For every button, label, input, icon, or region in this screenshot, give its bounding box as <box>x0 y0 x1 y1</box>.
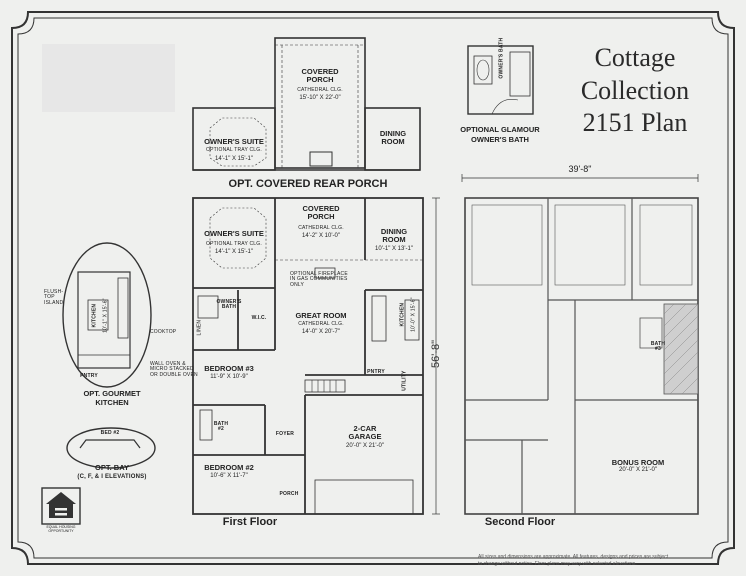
great-room-dim: 14'-0" X 20'-7" <box>302 329 340 335</box>
gourmet-pantry-label: PNTRY <box>80 373 98 379</box>
pantry-label: PNTRY <box>367 369 385 375</box>
gourmet-kitchen-room-label: KITCHEN <box>91 303 98 328</box>
bath3-label: BATH #3 <box>650 341 666 353</box>
kitchen-label: KITCHEN <box>399 302 406 327</box>
garage-dim: 20'-0" X 21'-0" <box>346 443 384 449</box>
glamour-bath-label-2: OWNER'S BATH <box>471 135 529 144</box>
equal-housing-logo <box>41 487 81 525</box>
great-room-note: CATHEDRAL CLG. <box>298 321 344 327</box>
opt-bay-bed-label: BED #2 <box>100 430 120 436</box>
rear-porch-plan <box>192 37 421 171</box>
wall-oven-note: WALL OVEN & MICRO STACKED OR DOUBLE OVEN <box>150 361 198 378</box>
dining-room-dim: 10'-1" X 13'-1" <box>375 246 413 252</box>
rear-covered-porch-label: COVERED PORCH <box>301 67 339 84</box>
rear-covered-porch-dim: 15'-10" X 22'-0" <box>299 95 341 101</box>
covered-porch-note: CATHEDRAL CLG. <box>298 225 344 231</box>
dining-room-label: DINING ROOM <box>380 227 408 244</box>
decorative-border <box>11 11 735 565</box>
owners-suite-dim: 14'-1" X 15'-1" <box>215 249 253 255</box>
rear-owners-suite-label: OWNER'S SUITE <box>204 137 264 146</box>
bonus-room-dim: 20'-0" X 21'-0" <box>619 467 657 473</box>
dimension-lines <box>432 174 699 515</box>
owners-suite-label: OWNER'S SUITE <box>204 229 264 238</box>
stairs-first <box>311 380 337 392</box>
plan-title: Cottage Collection 2151 Plan <box>560 42 710 140</box>
bedroom3-label: BEDROOM #3 <box>204 364 254 373</box>
opt-bay-callout <box>66 427 156 469</box>
title-line-2: Collection <box>580 75 690 105</box>
linen-label: LINEN <box>196 319 203 336</box>
utility-label: UTILITY <box>401 370 408 391</box>
wic-label: W.I.C. <box>251 315 267 321</box>
bath2-label: BATH #2 <box>213 421 229 433</box>
owners-bath-label: OWNER'S BATH <box>216 299 242 311</box>
great-room-label: GREAT ROOM <box>295 311 347 320</box>
second-floor-plan <box>464 197 699 515</box>
gourmet-kitchen-label-1: OPT. GOURMET <box>83 389 141 398</box>
glamour-bath-label-1: OPTIONAL GLAMOUR <box>460 125 540 134</box>
rear-covered-porch-note: CATHEDRAL CLG. <box>297 87 343 93</box>
bedroom2-label: BEDROOM #2 <box>204 463 254 472</box>
glamour-bath-room: OWNER'S BATH <box>498 37 505 79</box>
equal-housing-text: EQUAL HOUSING OPPORTUNITY <box>46 525 76 533</box>
gourmet-kitchen-label-2: KITCHEN <box>95 398 129 407</box>
rear-dining-room-label: DINING ROOM <box>379 129 407 146</box>
garage-label: 2-CAR GARAGE <box>348 424 382 441</box>
owners-suite-note: OPTIONAL TRAY CLG. <box>206 241 262 247</box>
rear-owners-suite-note: OPTIONAL TRAY CLG. <box>206 147 262 153</box>
glamour-bath-plan <box>467 45 534 115</box>
disclaimer-line-1: All sizes and dimensions are approximate… <box>478 554 669 560</box>
flush-top-island-label: FLUSH-TOP ISLAND <box>44 289 64 306</box>
title-line-1: Cottage <box>594 43 676 72</box>
depth-dimension: 56'-8" <box>430 339 442 368</box>
hatched-area <box>663 303 699 395</box>
bedroom2-dim: 10'-6" X 11'-7" <box>210 473 248 479</box>
redacted-area <box>42 44 175 112</box>
foyer-label: FOYER <box>275 431 295 437</box>
first-floor-plan <box>192 197 424 515</box>
rear-porch-option-label: OPT. COVERED REAR PORCH <box>228 178 388 190</box>
second-floor-label: Second Floor <box>484 516 556 528</box>
fireplace-note: OPTIONAL FIREPLACE IN GAS COMMUNITIES ON… <box>290 271 348 288</box>
porch-label: PORCH <box>279 491 299 497</box>
cooktop-label: COOKTOP <box>150 329 177 335</box>
covered-porch-label: COVERED PORCH <box>302 204 340 221</box>
opt-bay-label-1: OPT. BAY <box>95 463 129 472</box>
gourmet-kitchen-callout <box>62 242 152 388</box>
disclaimer-line-2: to change without notice. Floor plans ma… <box>478 561 637 567</box>
kitchen-dim: 10'-0" X 15'-6" <box>410 297 417 332</box>
covered-porch-dim: 14'-2" X 10'-0" <box>302 233 340 239</box>
rear-owners-suite-dim: 14'-1" X 15'-1" <box>215 156 253 162</box>
title-line-3: 2151 Plan <box>582 108 688 137</box>
bonus-room-label: BONUS ROOM <box>611 458 665 467</box>
width-dimension: 39'-8" <box>568 164 592 174</box>
first-floor-label: First Floor <box>222 516 278 528</box>
bedroom3-dim: 11'-9" X 10'-9" <box>210 374 248 380</box>
gourmet-kitchen-dim: 10'-1" X 15'-6" <box>102 298 109 333</box>
opt-bay-label-2: (C, F, & I ELEVATIONS) <box>77 474 147 480</box>
